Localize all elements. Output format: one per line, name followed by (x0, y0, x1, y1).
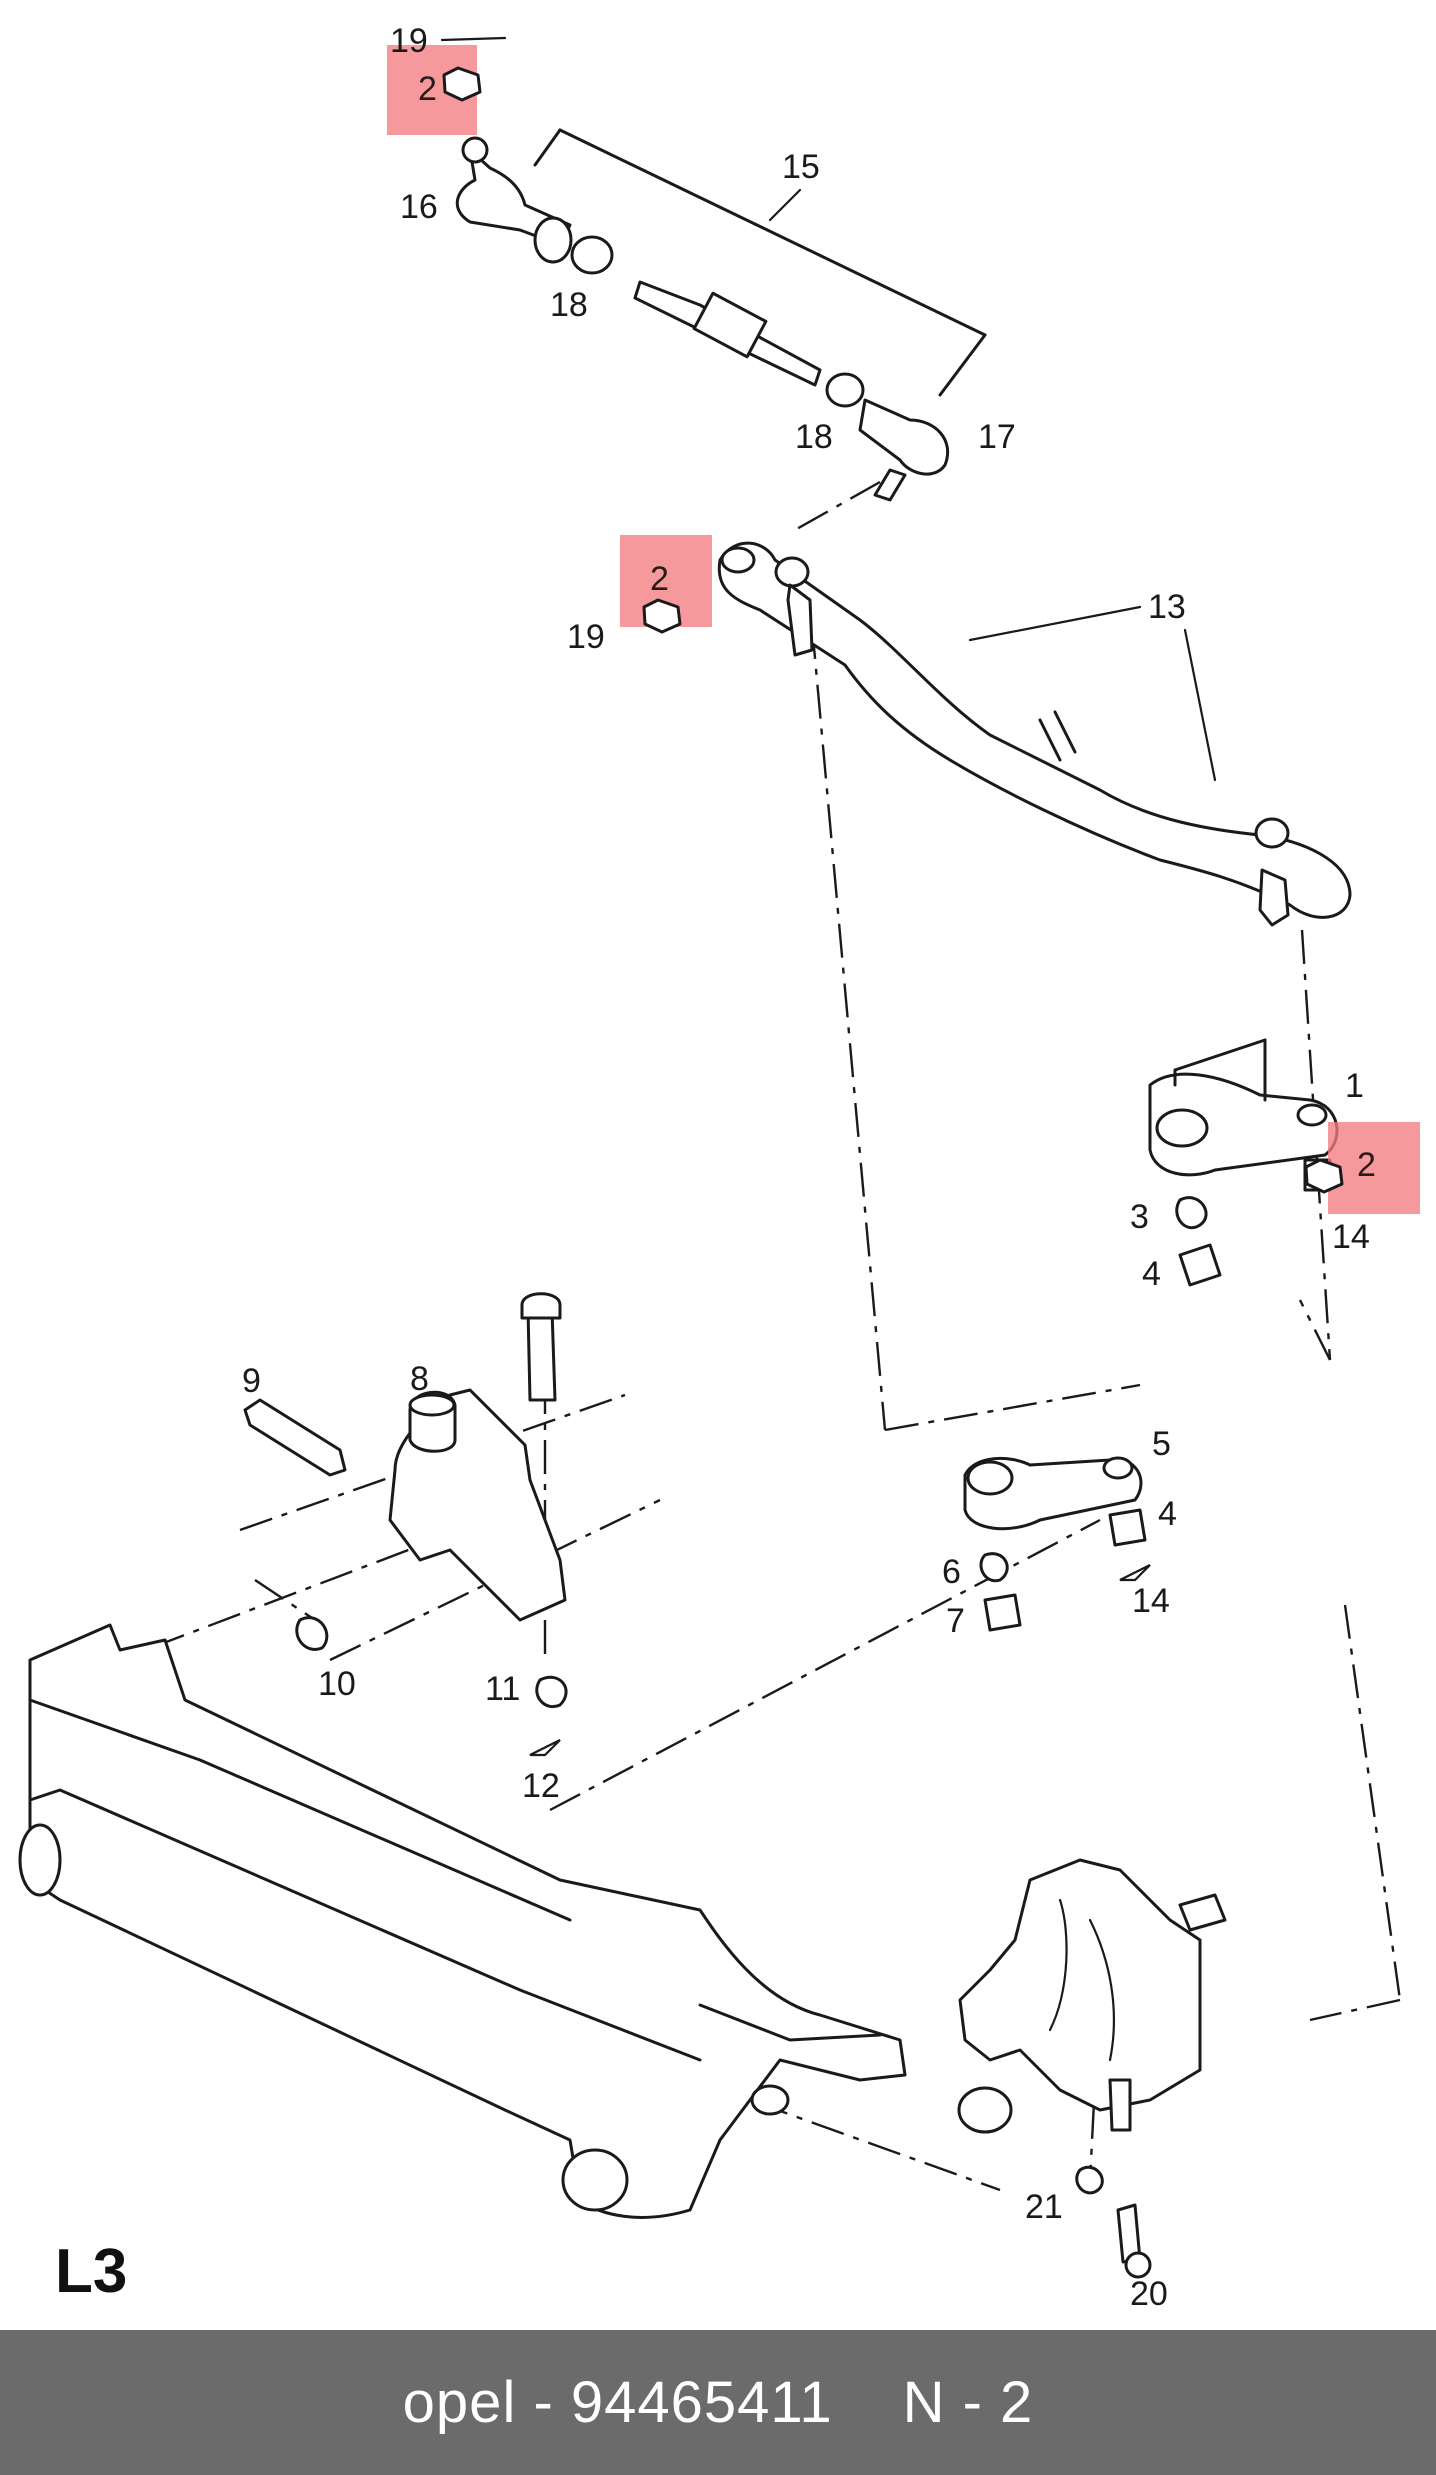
tie-rod-assembly (455, 128, 987, 502)
callout-14: 14 (1132, 1582, 1170, 1620)
callout-12: 12 (522, 1767, 560, 1805)
callout-19: 19 (567, 618, 605, 656)
callout-9: 9 (242, 1362, 261, 1400)
callout-5: 5 (1152, 1425, 1171, 1463)
idler-arm (1148, 1038, 1339, 1287)
callout-8: 8 (410, 1360, 429, 1398)
highlights (387, 45, 1420, 1214)
callout-15: 15 (782, 148, 820, 186)
callout-6: 6 (942, 1553, 961, 1591)
steering-gear-box (957, 1858, 1227, 2279)
callout-19: 19 (390, 22, 428, 60)
callout-2: 2 (1357, 1146, 1376, 1184)
frame-crossmember (18, 1623, 907, 2219)
position-label: N - 2 (902, 2370, 1034, 2435)
callout-7: 7 (946, 1602, 965, 1640)
callout-10: 10 (318, 1665, 356, 1703)
highlight-box (1328, 1122, 1420, 1214)
relay-rod-assembly (717, 541, 1352, 927)
callout-14: 14 (1332, 1218, 1370, 1256)
callout-17: 17 (978, 418, 1016, 456)
callout-18: 18 (795, 418, 833, 456)
callouts: 19 2 16 15 18 18 17 2 19 13 1 2 3 14 4 9… (55, 22, 1376, 2313)
callout-3: 3 (1130, 1198, 1149, 1236)
callout-11: 11 (485, 1670, 520, 1708)
footer-bar: opel - 94465411 N - 2 (0, 2330, 1436, 2475)
nut-parts (442, 66, 1344, 1194)
callout-13: 13 (1148, 588, 1186, 626)
bracket-assembly (243, 1292, 1151, 1757)
callout-16: 16 (400, 188, 438, 226)
callout-2: 2 (418, 70, 437, 108)
callout-1: 1 (1345, 1067, 1364, 1105)
part-reference: opel - 94465411 (402, 2370, 833, 2435)
callout-4: 4 (1142, 1255, 1161, 1293)
callout-18: 18 (550, 286, 588, 324)
callout-4: 4 (1158, 1495, 1177, 1533)
callout-21: 21 (1025, 2188, 1063, 2226)
callout-20: 20 (1130, 2275, 1168, 2313)
parts-diagram: 19 2 16 15 18 18 17 2 19 13 1 2 3 14 4 9… (18, 22, 1420, 2313)
callout-2: 2 (650, 560, 669, 598)
pitman-arm (963, 1456, 1147, 1632)
section-label: L3 (55, 2237, 127, 2306)
